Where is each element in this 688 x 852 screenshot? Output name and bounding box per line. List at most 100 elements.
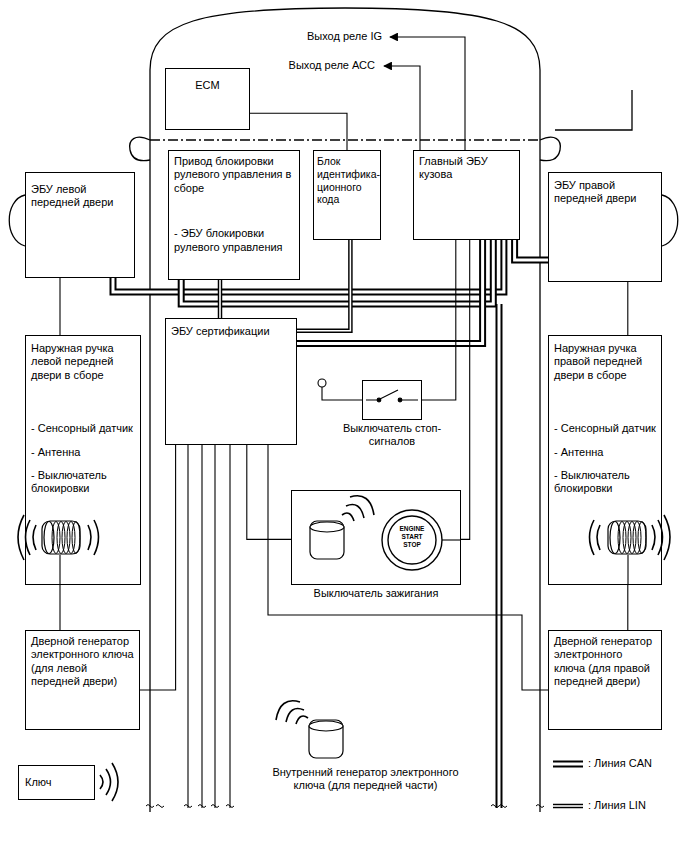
connector-line (553, 804, 583, 809)
component-detail: - Сенсорный датчик (31, 422, 135, 435)
connector-line (553, 763, 583, 766)
button-legend: STOP (403, 542, 421, 549)
coil-winding (628, 522, 636, 554)
connector-line (297, 240, 483, 343)
button-legend: ENGINE (400, 526, 425, 533)
signal-label: Выход реле АСС (289, 59, 375, 72)
legend-sample (553, 764, 583, 765)
connector-line (268, 445, 548, 690)
component-detail: - Выключатель блокировки (31, 469, 135, 496)
coil-winding (638, 522, 646, 554)
component-box: ECM (165, 68, 250, 130)
coil-winding (67, 522, 75, 554)
connector (268, 445, 548, 690)
coil-winding (633, 522, 641, 554)
signal-label: Выход реле IG (307, 30, 382, 43)
start-button (382, 510, 442, 570)
connector-line (59, 585, 60, 630)
connector-line (461, 240, 470, 539)
component-name: ЭБУ правой передней двери (554, 179, 656, 206)
connector-line (113, 240, 504, 292)
connector-line (627, 585, 628, 630)
legend-text: : Линия CAN (588, 757, 652, 770)
connector (220, 280, 221, 318)
vehicle-outline (9, 8, 678, 812)
component-name: Главный ЭБУ кузова (419, 155, 514, 182)
connector (60, 585, 61, 630)
legend-text: : Линия LIN (588, 799, 646, 812)
connector (250, 113, 347, 150)
connector-line (627, 282, 628, 335)
coil-winding (52, 522, 60, 554)
connector-line (113, 240, 504, 292)
component-detail: - Выключатель блокировки (554, 469, 656, 496)
component-box: Ключ (18, 765, 95, 800)
component-name: Наружная ручка левой передней двери в сб… (31, 342, 135, 382)
component-detail: - Антенна (31, 446, 135, 459)
bus-trunk (499, 304, 500, 808)
connector (247, 445, 291, 539)
coil-winding (72, 522, 80, 554)
connector-line (553, 761, 583, 768)
component-name: Дверной генератор электронного ключа (дл… (31, 635, 134, 689)
connector-line (250, 113, 347, 150)
component-name: ЭБУ сертификации (171, 325, 291, 338)
coil-winding (62, 522, 70, 554)
connector (422, 240, 456, 400)
antenna-coil (309, 521, 344, 758)
component-box: Блок идентифика- ционного кода (313, 150, 381, 240)
coil-winding (618, 522, 626, 554)
wiring (60, 379, 628, 808)
component-box: Привод блокировки рулевого управления в … (168, 150, 300, 280)
connector-line (247, 445, 291, 539)
connector (627, 585, 628, 630)
connector (60, 278, 61, 335)
connector-line (422, 240, 456, 400)
connector-line (59, 278, 60, 335)
connector-line (218, 280, 223, 318)
component-box: ЭБУ левой передней двери (25, 172, 135, 278)
connector-line (553, 805, 583, 807)
coil-winding (623, 522, 631, 554)
component-box: ЭБУ правой передней двери (548, 172, 662, 282)
component-name: Привод блокировки рулевого управления в … (174, 155, 294, 195)
component-box: Выключатель стоп-сигналов (362, 380, 422, 420)
signal-label: Внутренний генератор электронного ключа … (258, 766, 473, 793)
connector (297, 240, 350, 331)
component-name: Блок идентифика- ционного кода (317, 155, 377, 206)
connector-line (219, 280, 221, 318)
connector-line (515, 240, 548, 260)
legend-sample (553, 806, 583, 807)
connector (297, 240, 483, 343)
connector (627, 282, 628, 335)
connector-line (297, 240, 350, 331)
component-name: Наружная ручка правой передней двери в с… (554, 342, 656, 382)
radio-waves (18, 496, 670, 801)
component-detail: - ЭБУ блокировки рулевого управления (174, 227, 294, 254)
connector (113, 240, 504, 292)
component-box: ЭБУ сертификации (165, 318, 297, 445)
component-name: Дверной генератор электронного ключа (дл… (554, 635, 656, 689)
component-box: Выключатель зажигания (291, 490, 461, 585)
component-box: Дверной генератор электронного ключа (дл… (548, 630, 662, 730)
connector-line (297, 240, 350, 331)
component-box: Главный ЭБУ кузова (413, 150, 520, 240)
connector (515, 240, 548, 260)
component-name: ЭБУ левой передней двери (31, 183, 129, 210)
component-box: Дверной генератор электронного ключа (дл… (25, 630, 140, 730)
component-detail: - Сенсорный датчик (554, 422, 656, 435)
connector (461, 240, 470, 539)
component-name: Ключ (25, 776, 88, 789)
component-box: Наружная ручка правой передней двери в с… (548, 335, 662, 585)
component-name: Выключатель стоп-сигналов (336, 422, 448, 449)
switch-symbol (366, 390, 418, 402)
component-box: Наружная ручка левой передней двери в сб… (25, 335, 141, 585)
connector-line (297, 240, 483, 343)
coil-winding (57, 522, 65, 554)
connector-line (515, 240, 548, 260)
button-legend: START (401, 534, 422, 541)
relay-output-arrows (384, 37, 465, 150)
component-name: Выключатель зажигания (314, 587, 439, 600)
component-name: ECM (171, 79, 244, 92)
wire-break-marks (146, 805, 544, 808)
